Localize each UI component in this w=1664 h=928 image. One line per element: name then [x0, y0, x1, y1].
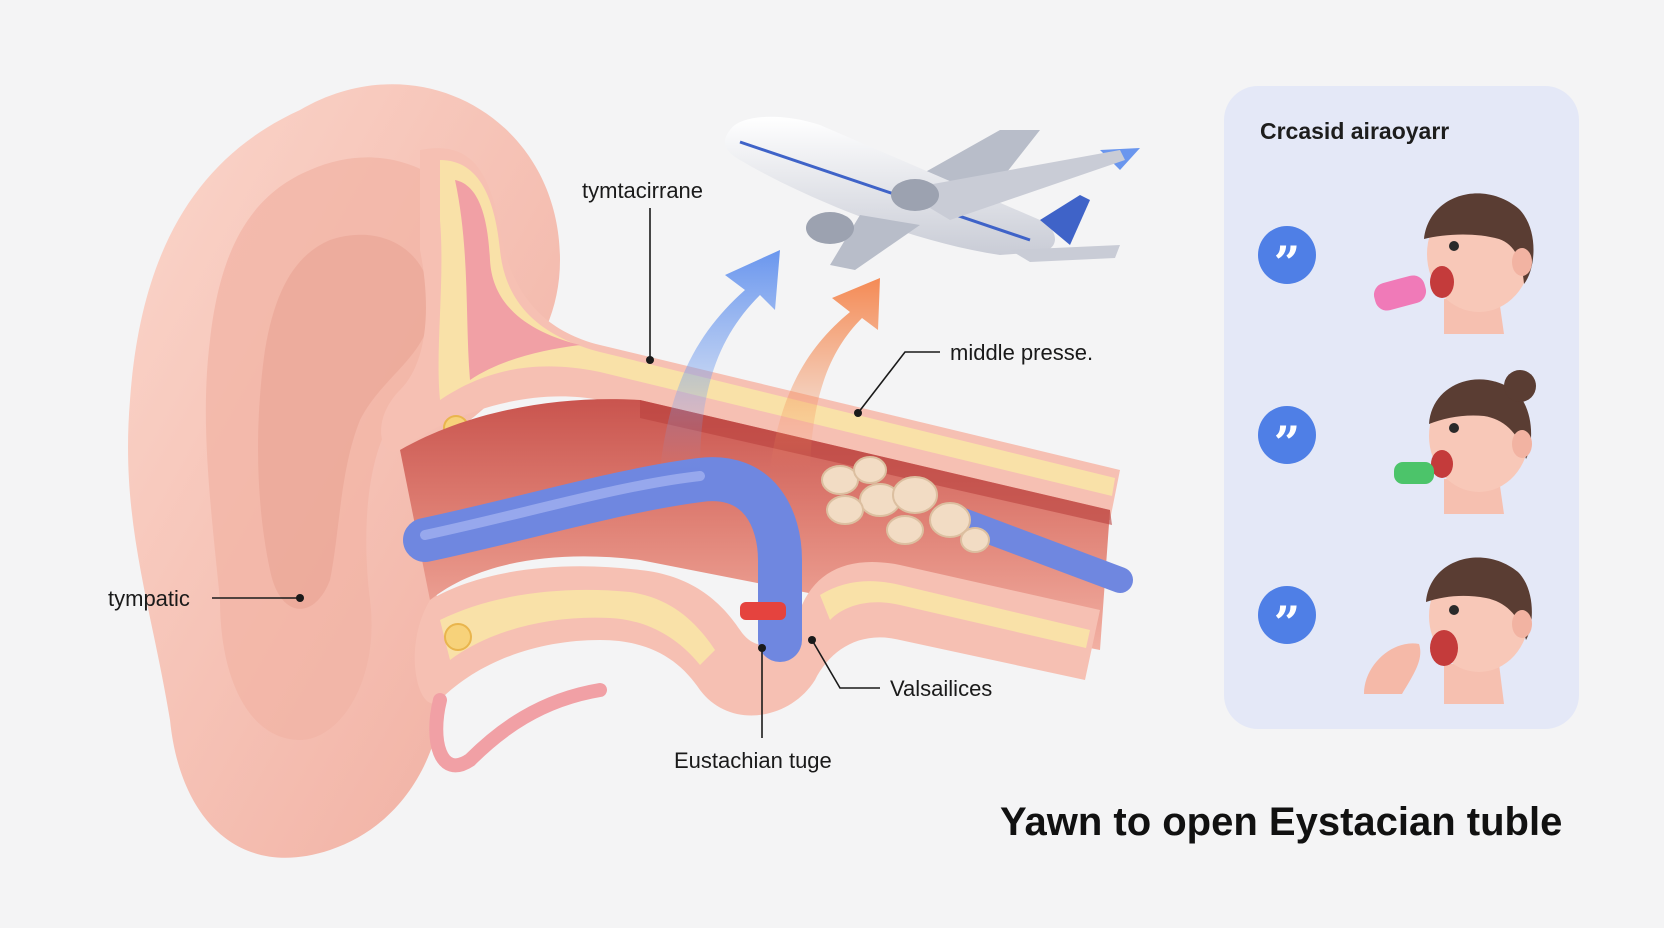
quote-icon: ”	[1258, 406, 1316, 470]
label-middle-presse: middle presse.	[950, 340, 1094, 365]
tip-row-candy-pink: ”	[1224, 193, 1579, 346]
tip-row-candy-green: ”	[1224, 370, 1579, 526]
airplane-icon	[724, 116, 1140, 270]
lower-canal-wall	[414, 562, 1100, 773]
leader-lines	[212, 208, 940, 738]
quote-icon: ”	[1258, 586, 1316, 650]
label-tympatic: tympatic	[108, 586, 190, 611]
label-tymtacirrane: tymtacirrane	[582, 178, 704, 203]
eustachian-tube	[403, 457, 1133, 662]
tips-panel: Crcasid airaoyarr ” ” ”	[1224, 86, 1579, 729]
person-yawning-icon	[1364, 557, 1532, 704]
ossicles	[821, 456, 990, 553]
label-eustachian-tuge: Eustachian tuge	[674, 748, 832, 773]
label-valsailices: Valsailices	[890, 676, 993, 701]
pressure-arrows	[660, 250, 880, 470]
tip-row-yawn: ”	[1224, 556, 1579, 706]
panel-title: Crcasid airaoyarr	[1260, 118, 1450, 144]
bottom-caption: Yawn to open Eystacian tuble	[1000, 800, 1563, 844]
person-chewing-gum-icon	[1394, 370, 1536, 514]
quote-icon: ”	[1258, 226, 1316, 290]
person-chewing-candy-icon	[1373, 193, 1534, 334]
